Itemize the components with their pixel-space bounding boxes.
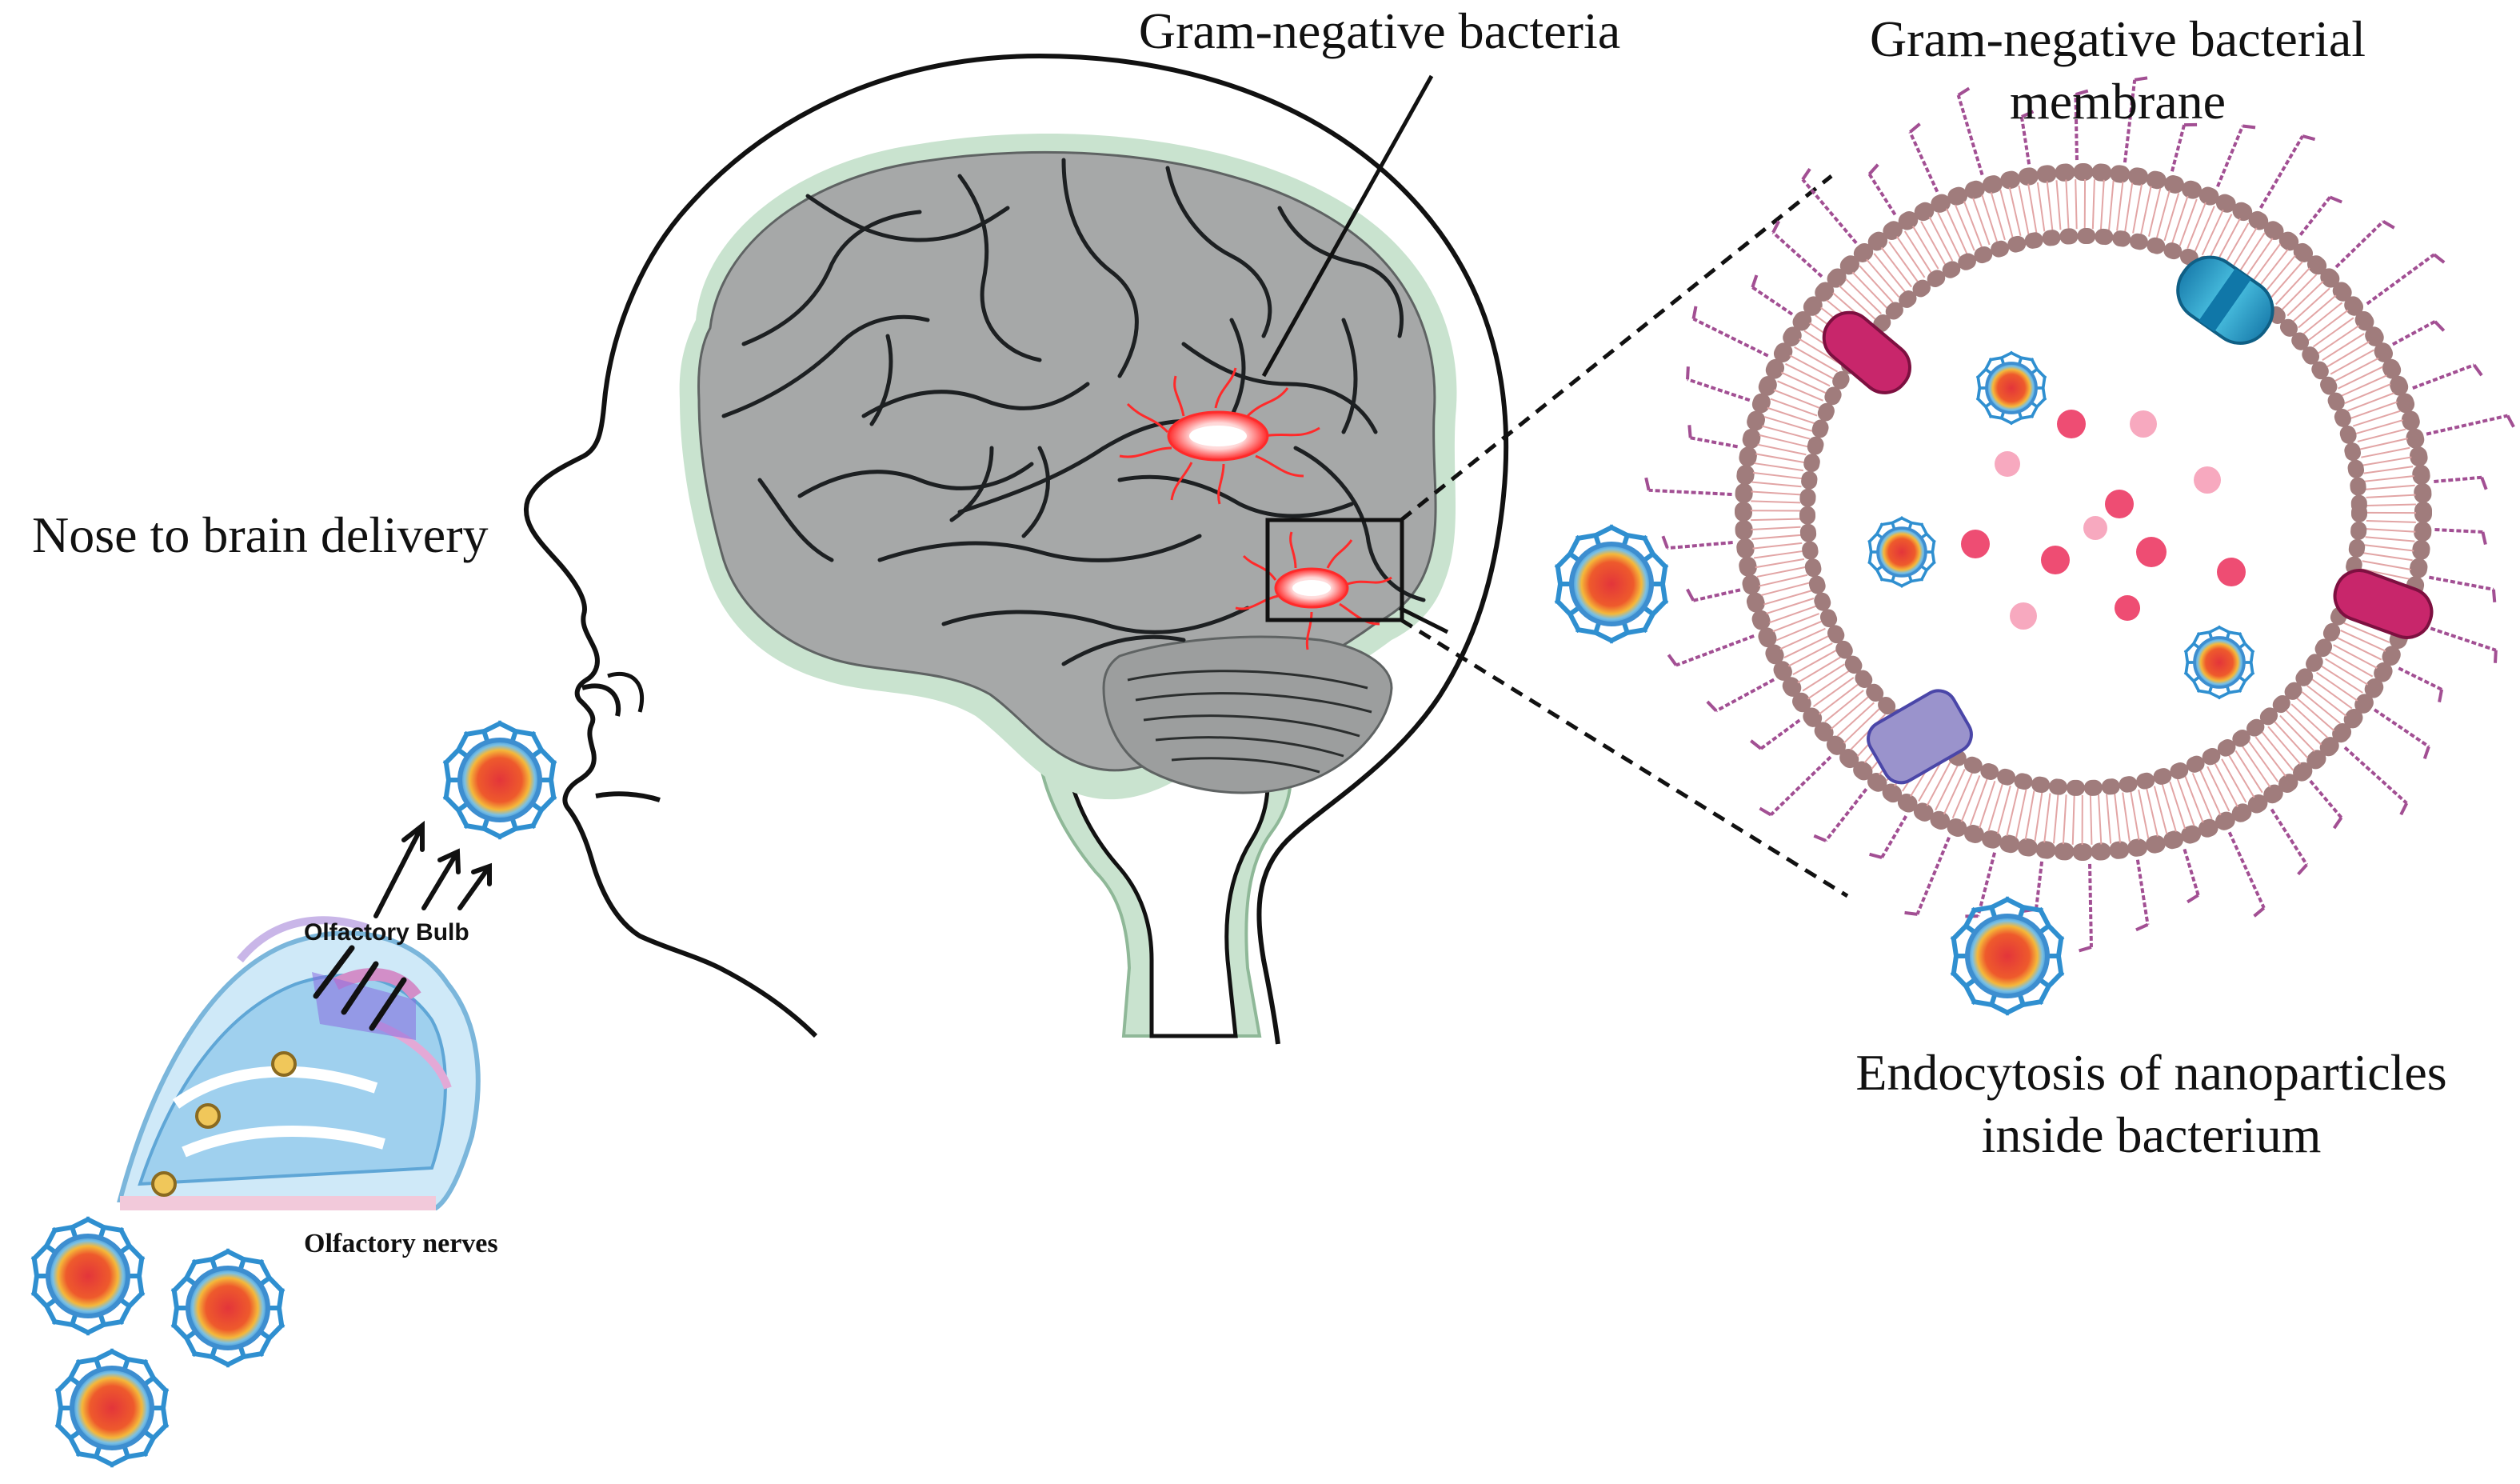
olfactory-nerve-lines (313, 945, 407, 1031)
nostril-line (581, 683, 621, 717)
head-outline (524, 53, 1509, 1045)
bacterial-cell-zoom (1644, 76, 2515, 953)
porin-lavender-bottom (1867, 689, 1973, 785)
upward-arrows (373, 820, 492, 918)
endocytosis-label-line2: inside bacterium (1982, 1106, 2322, 1163)
lps-chains (1644, 76, 2515, 953)
porin-magenta-right (2333, 569, 2434, 639)
zoom-dashed-lines (1400, 174, 1849, 898)
brain-bacterium-upper (1119, 367, 1320, 505)
membrane-label-line1: Gram-negative bacterial (1870, 10, 2366, 67)
nasal-nanoparticles (151, 1051, 297, 1197)
olfactory-bulb-label: Olfactory Bulb (304, 919, 469, 946)
nanoparticle-icon (1867, 516, 1936, 588)
nanoparticle-icon (1554, 524, 1669, 644)
membrane-label-line2: membrane (2010, 73, 2226, 130)
gram-negative-bacteria-label: Gram-negative bacteria (1139, 2, 1620, 59)
brain-bacterium-lower (1235, 531, 1392, 650)
olfactory-nerves-label: Olfactory nerves (304, 1229, 498, 1258)
nanoparticle-icon (1975, 350, 2047, 426)
porin-blue-top (2176, 255, 2274, 345)
porin-magenta-top (1822, 310, 1911, 394)
mouth-line (595, 791, 661, 802)
nanoparticle-icon (1950, 896, 2065, 1016)
nasal-cavity-illustration (117, 916, 481, 1211)
nanoparticle-icon (30, 1216, 146, 1336)
cytoplasmic-granules (1961, 410, 2246, 630)
brain (679, 133, 1457, 1038)
zoom-box (1265, 518, 1404, 622)
nose-wing-line (607, 671, 645, 713)
nanoparticles (30, 350, 2255, 1468)
endocytosis-label-line1: Endocytosis of nanoparticles (1855, 1044, 2446, 1101)
nanoparticle-icon (54, 1348, 170, 1468)
nanoparticle-icon (2183, 625, 2255, 700)
nanoparticle-icon (170, 1248, 286, 1368)
nose-to-brain-label: Nose to brain delivery (32, 506, 489, 563)
nanoparticle-icon (442, 720, 557, 840)
bacteria-pointer-line (1261, 74, 1434, 378)
